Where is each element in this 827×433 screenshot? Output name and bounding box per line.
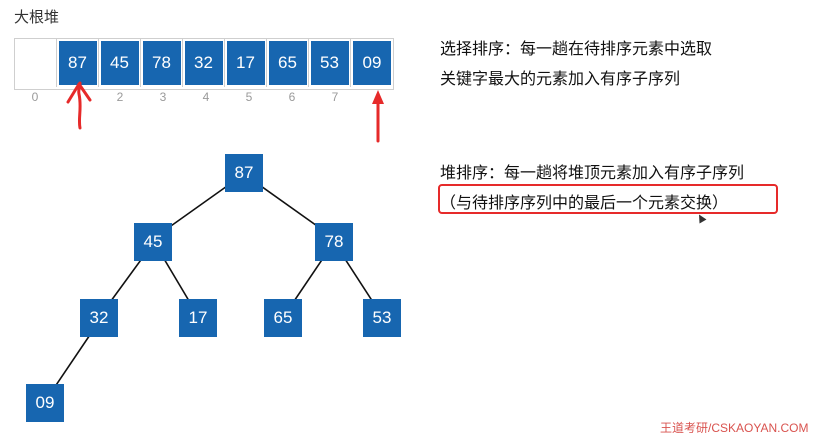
tree-node: 53 bbox=[363, 299, 401, 337]
tree-node: 09 bbox=[26, 384, 64, 422]
array-index: 5 bbox=[245, 90, 253, 104]
page-title: 大根堆 bbox=[14, 8, 60, 26]
array-cell: 17 bbox=[225, 39, 267, 87]
array-value: 78 bbox=[142, 41, 181, 85]
tree-node: 17 bbox=[179, 299, 217, 337]
selection-sort-description: 选择排序：每一趟在待排序元素中选取 关键字最大的元素加入有序子序列 bbox=[440, 34, 712, 94]
heap-sort-description: 堆排序：每一趟将堆顶元素加入有序子序列 （与待排序序列中的最后一个元素交换） bbox=[440, 158, 744, 218]
array-cell: 45 bbox=[99, 39, 141, 87]
heap-line-2: （与待排序序列中的最后一个元素交换） bbox=[440, 193, 729, 212]
array-index: 3 bbox=[159, 90, 167, 104]
highlight-box bbox=[438, 184, 778, 214]
array-value: 32 bbox=[184, 41, 223, 85]
array-cell: 09 bbox=[351, 39, 393, 87]
array-value: 87 bbox=[58, 41, 97, 85]
array-value: 65 bbox=[268, 41, 307, 85]
array-cell: 65 bbox=[267, 39, 309, 87]
array-cell: 87 bbox=[57, 39, 99, 87]
watermark: 王道考研/CSKAOYAN.COM bbox=[660, 421, 809, 433]
array-cell: 78 bbox=[141, 39, 183, 87]
selection-line-1: 选择排序：每一趟在待排序元素中选取 bbox=[440, 39, 713, 58]
red-up-arrow-icon bbox=[372, 90, 384, 143]
tree-node: 45 bbox=[134, 223, 172, 261]
array-cell: 32 bbox=[183, 39, 225, 87]
tree-node-root: 87 bbox=[225, 154, 263, 192]
array-cell: 53 bbox=[309, 39, 351, 87]
array-index: 7 bbox=[331, 90, 339, 104]
tree-node: 65 bbox=[264, 299, 302, 337]
array-index: 6 bbox=[288, 90, 296, 104]
array-value: 17 bbox=[226, 41, 265, 85]
red-hand-drawn-up-arrow-icon bbox=[66, 81, 92, 130]
heap-line-1: 堆排序：每一趟将堆顶元素加入有序子序列 bbox=[440, 163, 745, 182]
array-cell bbox=[15, 39, 57, 87]
array-value: 09 bbox=[353, 41, 391, 85]
selection-line-2: 关键字最大的元素加入有序子序列 bbox=[440, 69, 681, 88]
array-index: 4 bbox=[202, 90, 210, 104]
array-index: 2 bbox=[116, 90, 124, 104]
array-value: 53 bbox=[310, 41, 349, 85]
tree-node: 78 bbox=[315, 223, 353, 261]
array-index: 0 bbox=[31, 90, 39, 104]
heap-array: 87 45 78 32 17 65 53 09 bbox=[14, 38, 394, 90]
array-value: 45 bbox=[100, 41, 139, 85]
tree-node: 32 bbox=[80, 299, 118, 337]
